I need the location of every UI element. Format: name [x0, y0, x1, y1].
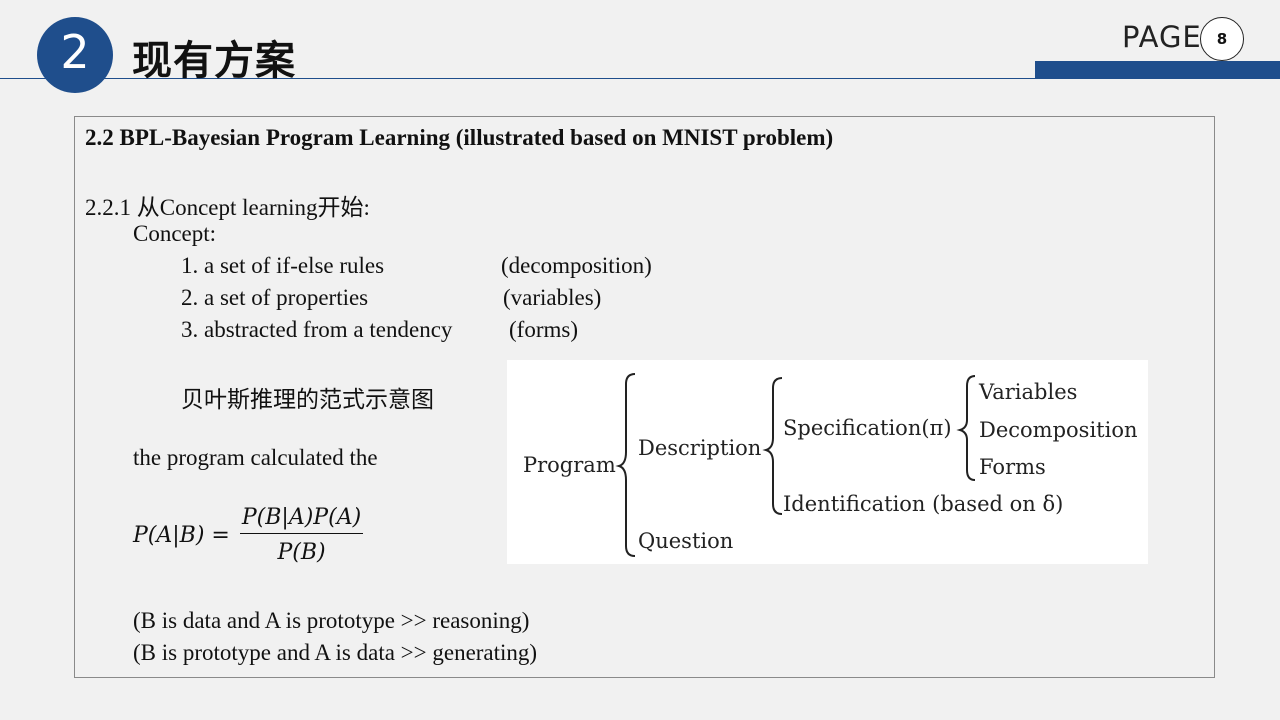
concept-item-text: 2. a set of properties: [181, 285, 369, 310]
diagram-variables: Variables: [978, 380, 1077, 404]
program-text: the program calculated the: [133, 445, 378, 470]
diagram-forms: Forms: [979, 455, 1046, 479]
subsection-heading: 2.2.1 从Concept learning开始:: [85, 195, 370, 220]
page-number: 8: [1200, 17, 1244, 61]
bpl-diagram-svg: Program Description Question Specificati…: [523, 373, 1137, 557]
diagram-description: Description: [638, 436, 761, 460]
bayes-formula: P(A|B) = P(B|A)P(A) P(B): [133, 505, 364, 565]
header-rule: [0, 78, 1280, 79]
program-brace: [615, 373, 636, 557]
slide-title: 现有方案: [132, 38, 296, 84]
note-reasoning: (B is data and A is prototype >> reasoni…: [133, 608, 530, 633]
diagram-identification: Identification (based on δ): [783, 492, 1063, 516]
note-generating: (B is prototype and A is data >> generat…: [133, 640, 538, 665]
content-box: 2.2 BPL-Bayesian Program Learning (illus…: [74, 116, 1215, 678]
formula-lhs: P(A|B) =: [133, 522, 230, 548]
formula-fraction: P(B|A)P(A) P(B): [239, 505, 364, 565]
concept-item-tag: (forms): [509, 317, 578, 342]
bpl-diagram: Program Description Question Specificati…: [507, 360, 1148, 564]
page-label: PAGE: [1122, 20, 1202, 54]
concept-item-tag: (decomposition): [501, 253, 652, 278]
specification-brace: [956, 375, 976, 481]
section-heading: 2.2 BPL-Bayesian Program Learning (illus…: [85, 125, 834, 150]
concept-item-text: 3. abstracted from a tendency: [181, 317, 453, 342]
concept-label: Concept:: [133, 221, 217, 246]
formula-numerator: P(B|A)P(A): [239, 505, 364, 534]
formula-denominator: P(B): [277, 540, 326, 565]
concept-item-text: 1. a set of if-else rules: [181, 253, 385, 278]
diagram-program: Program: [523, 453, 616, 477]
header-accent-bar: [1035, 61, 1280, 79]
diagram-question: Question: [638, 529, 733, 553]
diagram-decomposition: Decomposition: [979, 418, 1137, 442]
section-number-badge: 2: [37, 17, 113, 93]
diagram-caption: 贝叶斯推理的范式示意图: [181, 387, 434, 413]
diagram-specification: Specification(π): [783, 416, 952, 440]
description-brace: [762, 377, 783, 515]
concept-item-tag: (variables): [503, 285, 602, 310]
